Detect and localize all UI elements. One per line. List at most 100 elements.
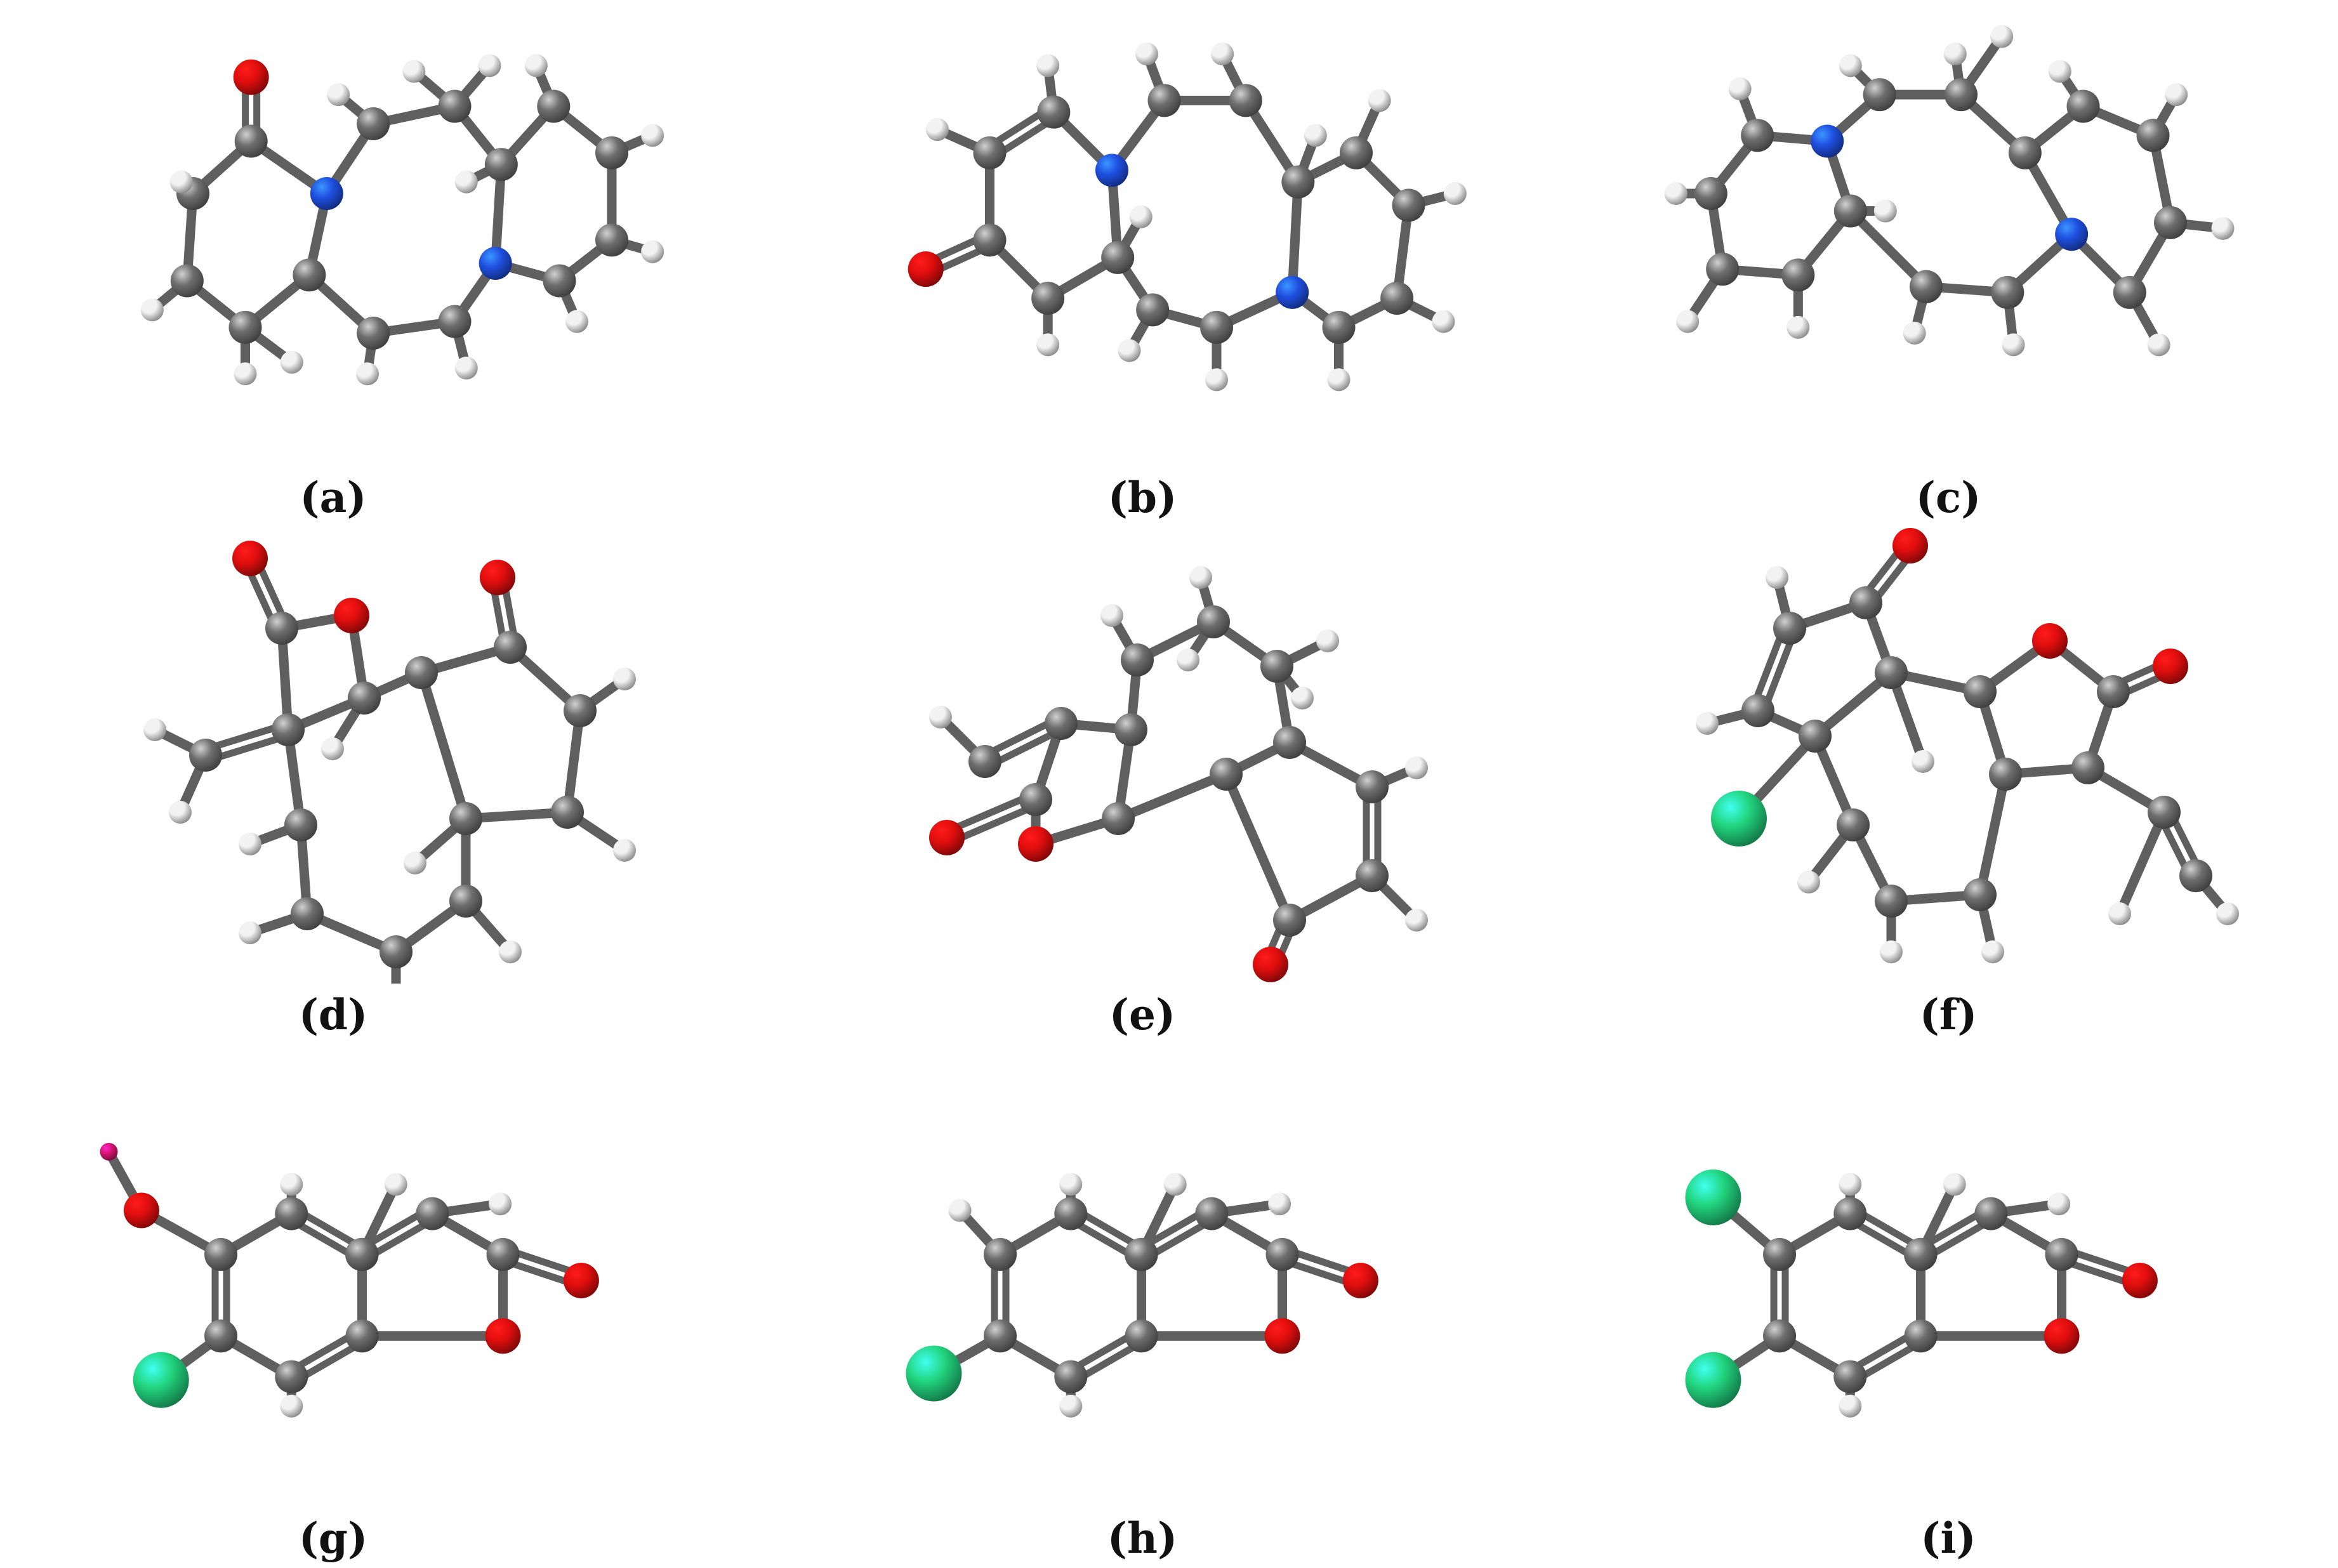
hydrogen-atom [1100, 604, 1123, 627]
hydrogen-atom [2048, 60, 2071, 83]
carbon-atom [1741, 694, 1774, 727]
hydrogen-atom [169, 801, 192, 824]
oxygen-atom [563, 1262, 599, 1298]
oxygen-atom [334, 598, 369, 633]
hydrogen-atom [143, 718, 166, 741]
hydrogen-atom [1839, 1173, 1862, 1196]
carbon-atom [1273, 904, 1306, 937]
bond [562, 706, 585, 817]
hydrogen-atom [384, 1173, 407, 1196]
hydrogen-atom [169, 170, 193, 194]
hydrogen-atom [565, 310, 588, 333]
panel-label: (c) [1915, 473, 1981, 522]
nitrogen-atom [1811, 124, 1844, 158]
hydrogen-atom [929, 706, 952, 728]
carbon-atom [2136, 119, 2170, 152]
carbon-atom [543, 264, 576, 298]
oxygen-atom [908, 251, 944, 287]
carbon-atom [1101, 240, 1135, 274]
oxygen-atom [2122, 1262, 2158, 1298]
hydrogen-atom [2002, 333, 2025, 357]
hydrogen-atom [1059, 1173, 1083, 1196]
hydrogen-atom [1135, 43, 1158, 65]
carbon-atom [204, 1319, 238, 1353]
chlorine-atom [1711, 791, 1767, 847]
molecule-structure [929, 566, 1428, 982]
oxygen-atom [1018, 826, 1053, 862]
molecule-structure [908, 43, 1467, 392]
molecule-structure [100, 1143, 599, 1418]
carbon-atom [1031, 282, 1065, 315]
carbon-atom [1964, 878, 1997, 911]
hydrogen-atom [404, 852, 426, 874]
hydrogen-atom [2165, 83, 2188, 107]
carbon-atom [1125, 1319, 1158, 1353]
nitrogen-atom [479, 247, 512, 280]
molecule-panel [779, 501, 1559, 984]
hydrogen-atom [454, 357, 478, 379]
oxygen-atom [1892, 528, 1928, 563]
carbon-atom [1019, 783, 1052, 816]
hydrogen-atom [1664, 182, 1687, 205]
carbon-atom [228, 310, 262, 344]
carbon-atom [1045, 707, 1078, 740]
hydrogen-atom [1211, 43, 1234, 65]
carbon-atom [291, 897, 324, 930]
hydrogen-atom [1291, 687, 1314, 709]
hydrogen-atom [1839, 1394, 1862, 1418]
carbon-atom [1694, 177, 1727, 210]
carbon-atom [1265, 1237, 1299, 1271]
bond [1221, 769, 1295, 925]
carbon-atom [449, 885, 482, 918]
carbon-atom [968, 745, 1001, 778]
panel-label: (d) [298, 990, 368, 1039]
hydrogen-atom [524, 54, 548, 77]
carbon-atom [2071, 751, 2104, 784]
carbon-atom [1945, 78, 1978, 112]
iodine-atom [100, 1143, 118, 1161]
molecule-structure [906, 1173, 1378, 1418]
carbon-atom [1875, 656, 1908, 689]
molecule-panel [0, 501, 779, 984]
hydrogen-atom [1268, 1192, 1291, 1216]
hydrogen-atom [1990, 25, 2014, 48]
carbon-atom [1781, 258, 1815, 292]
carbon-atom [1197, 605, 1230, 638]
hydrogen-atom [1405, 756, 1428, 779]
hydrogen-atom [1118, 339, 1141, 362]
oxygen-atom [2153, 649, 2188, 684]
carbon-atom [1392, 188, 1425, 222]
carbon-atom [1863, 78, 1896, 112]
carbon-atom [1340, 136, 1373, 169]
hydrogen-atom [239, 833, 261, 855]
carbon-atom [2154, 206, 2187, 239]
hydrogen-atom [356, 362, 379, 386]
carbon-atom [1773, 612, 1806, 645]
panel-label: (i) [1920, 1513, 1976, 1563]
carbon-atom [1706, 253, 1740, 286]
hydrogen-atom [402, 60, 426, 83]
hydrogen-atom [1163, 1173, 1187, 1196]
hydrogen-atom [280, 350, 303, 374]
hydrogen-atom [1189, 566, 1212, 589]
carbon-atom [1260, 650, 1293, 683]
bond [1975, 769, 2011, 900]
hydrogen-atom [454, 170, 478, 194]
carbon-atom [1054, 1197, 1088, 1230]
oxygen-atom [485, 1318, 521, 1354]
hydrogen-atom [1059, 1394, 1083, 1418]
carbon-atom [234, 124, 268, 158]
hydrogen-atom [1903, 322, 1926, 345]
oxygen-atom [929, 820, 965, 855]
bond [1846, 206, 1931, 292]
hydrogen-atom [1036, 333, 1060, 357]
hydrogen-atom [489, 1192, 512, 1216]
molecule-panel [1559, 0, 2338, 444]
nitrogen-atom [2055, 218, 2089, 251]
carbon-atom [2097, 675, 2130, 708]
molecule-structure [1685, 1169, 2158, 1418]
molecule-structure [1664, 25, 2235, 357]
carbon-atom [1974, 1197, 2008, 1230]
carbon-atom [293, 258, 326, 292]
carbon-atom [1875, 885, 1908, 918]
